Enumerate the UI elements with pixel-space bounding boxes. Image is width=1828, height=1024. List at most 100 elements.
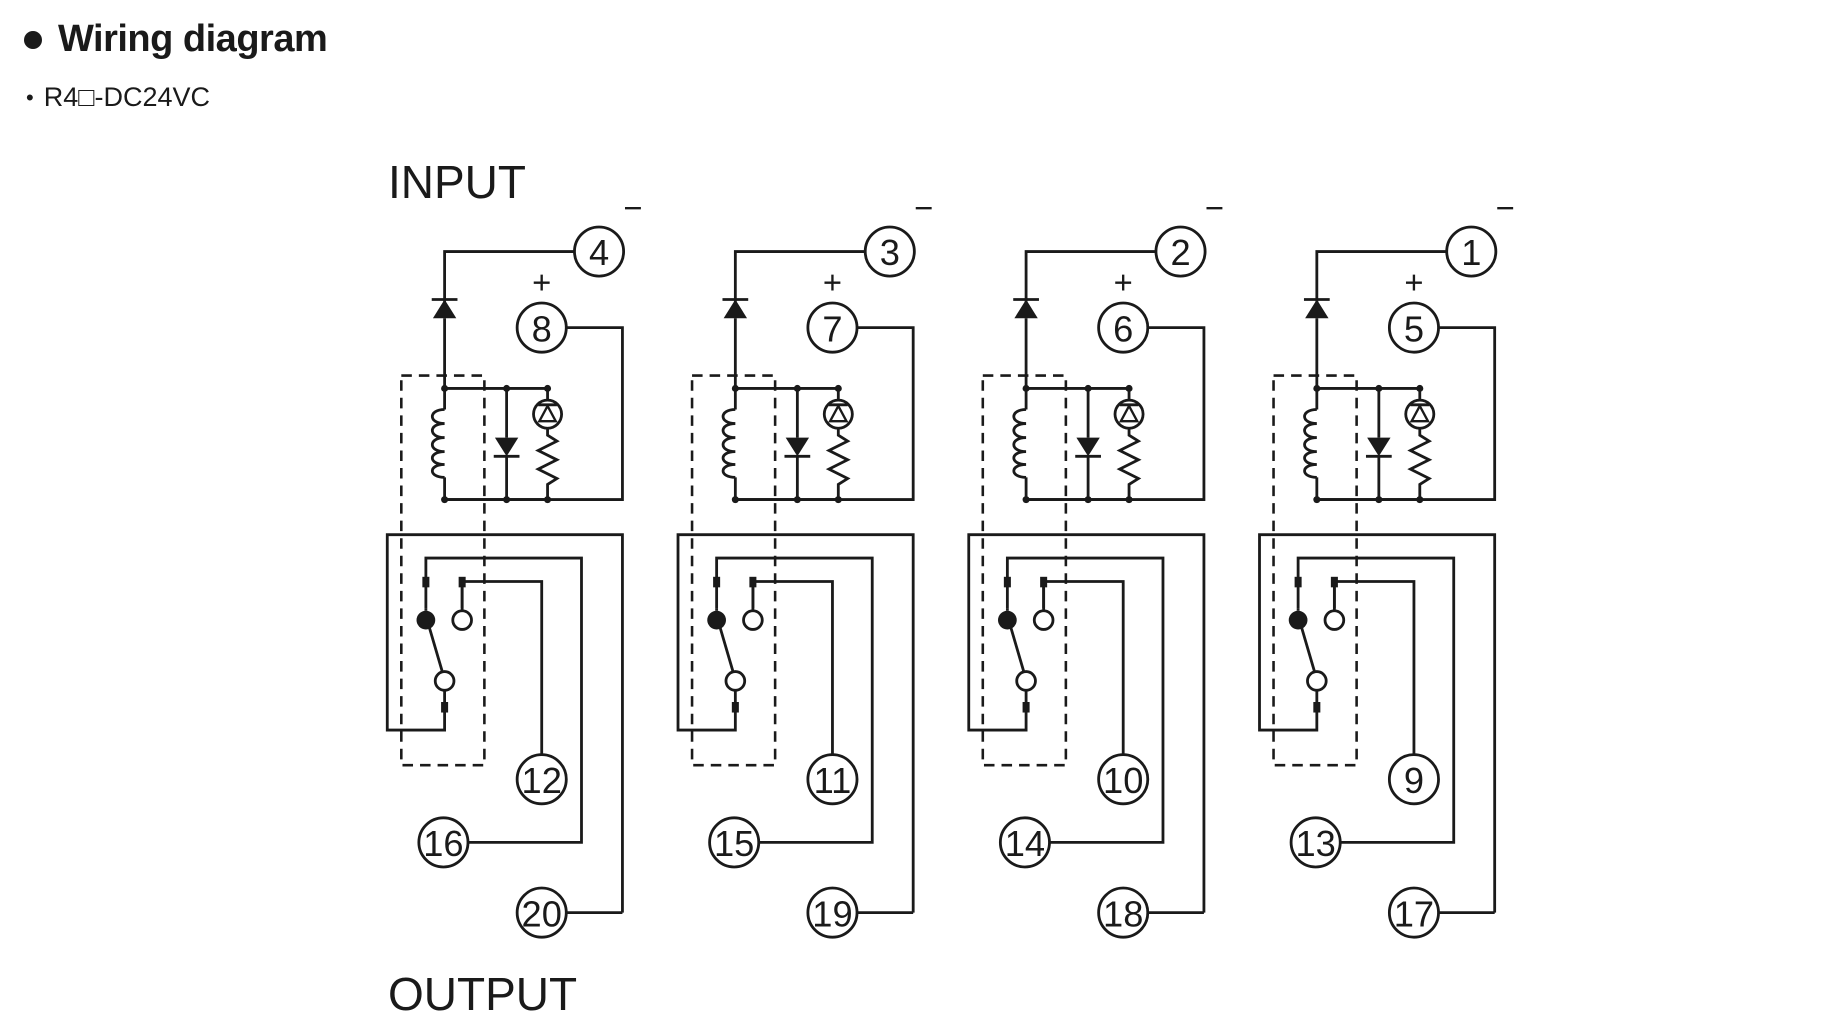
nc-contact-icon [1323, 609, 1346, 631]
terminal-nc-circle [1387, 753, 1440, 806]
pivot-contact-icon [1015, 670, 1037, 692]
nc-wire [460, 580, 544, 755]
nc-contact-icon [1032, 609, 1055, 631]
coil-icon [1303, 408, 1317, 479]
flywheel-diode-icon [1367, 437, 1391, 457]
terminal-com-circle [1097, 886, 1150, 939]
flywheel-diode-icon [785, 437, 810, 457]
relay-channel-3: − +26 10 14 18 [967, 189, 1224, 939]
terminal-nc-label: 9 [1404, 760, 1424, 801]
small-bullet-icon: • [26, 84, 34, 110]
relay-enclosure [690, 374, 777, 767]
relay-enclosure [981, 374, 1068, 767]
output-label: OUTPUT [388, 968, 577, 1020]
minus-wire [443, 250, 575, 316]
terminal-nc-circle [1097, 753, 1150, 806]
terminal-minus-label: 2 [1170, 232, 1190, 273]
resistor-icon [1407, 428, 1433, 500]
flywheel-diode-icon [494, 437, 519, 457]
junction-dot [834, 384, 842, 392]
nc-stub [458, 576, 466, 588]
terminal-no-circle [1289, 816, 1342, 869]
flywheel-diode-icon [1076, 437, 1100, 457]
terminal-plus-circle [806, 301, 859, 354]
section-heading: Wiring diagram [24, 18, 328, 61]
junction-dot [1416, 384, 1424, 392]
model-line: • R4□-DC24VC [26, 82, 210, 113]
series-diode-icon [432, 299, 457, 319]
series-diode-icon [1305, 299, 1329, 319]
terminal-com-label: 18 [1103, 893, 1143, 934]
relay-enclosure [400, 374, 486, 767]
com-stub [1313, 702, 1321, 713]
no-stub [422, 576, 430, 588]
terminal-com-label: 19 [812, 893, 852, 934]
com-stub [1022, 702, 1030, 713]
terminal-com-circle [515, 886, 568, 939]
minus-wire [733, 250, 866, 316]
terminal-minus-circle [1154, 225, 1207, 278]
nc-stub [749, 576, 757, 588]
led-triangle [537, 403, 558, 423]
series-diode-icon [1014, 299, 1038, 319]
terminal-plus-label: 6 [1113, 308, 1133, 349]
terminal-com-circle [806, 886, 859, 939]
no-stub [713, 576, 721, 588]
terminal-plus-label: 8 [532, 308, 552, 349]
nc-wire [1042, 580, 1125, 755]
junction-dot [793, 384, 801, 392]
com-wire [967, 533, 1206, 913]
section-title: Wiring diagram [58, 18, 328, 60]
pivot-contact-icon [1306, 670, 1328, 692]
terminal-no-label: 16 [423, 823, 463, 864]
pivot-contact-icon [433, 670, 456, 692]
minus-wire [1024, 250, 1156, 316]
terminal-minus-label: 4 [589, 232, 609, 273]
plus-sign: + [1404, 264, 1423, 301]
junction-dot [1313, 384, 1321, 392]
bullet-icon [24, 30, 42, 49]
junction-dot [544, 384, 552, 392]
nc-stub [1330, 576, 1338, 588]
coil-icon [1012, 408, 1027, 479]
nc-contact-icon [451, 609, 473, 631]
nc-wire [1332, 580, 1416, 755]
junction-dot [1084, 384, 1092, 392]
terminal-com-label: 20 [522, 893, 562, 934]
com-wire [1258, 533, 1497, 913]
terminal-nc-label: 11 [814, 760, 852, 801]
terminal-plus-circle [1387, 301, 1440, 354]
junction-dot [503, 384, 511, 392]
terminal-no-label: 14 [1005, 823, 1045, 864]
pivot-contact-icon [724, 670, 747, 692]
terminal-plus-circle [515, 301, 568, 354]
junction-dot [1125, 384, 1133, 392]
led-triangle [1118, 403, 1140, 423]
junction-dot [731, 384, 739, 392]
junction-dot [1375, 384, 1383, 392]
terminal-plus-label: 5 [1404, 308, 1424, 349]
minus-sign: − [623, 189, 642, 226]
terminal-nc-circle [515, 753, 568, 806]
terminal-nc-label: 10 [1103, 760, 1143, 801]
nc-stub [1040, 576, 1048, 588]
minus-sign: − [914, 189, 933, 226]
plus-sign: + [1114, 264, 1133, 301]
terminal-minus-circle [1445, 225, 1498, 278]
minus-wire [1315, 250, 1447, 316]
switch-arm [717, 623, 735, 672]
no-contact-icon [416, 610, 436, 630]
terminal-no-circle [998, 816, 1051, 869]
coil-icon [430, 408, 445, 479]
terminal-nc-label: 12 [522, 760, 562, 801]
no-wire [1296, 556, 1456, 844]
coil-icon [721, 408, 736, 479]
minus-sign: − [1205, 189, 1224, 226]
series-diode-icon [723, 299, 748, 319]
junction-dot [1022, 384, 1030, 392]
terminal-plus-circle [1097, 301, 1150, 354]
terminal-no-circle [708, 816, 761, 869]
